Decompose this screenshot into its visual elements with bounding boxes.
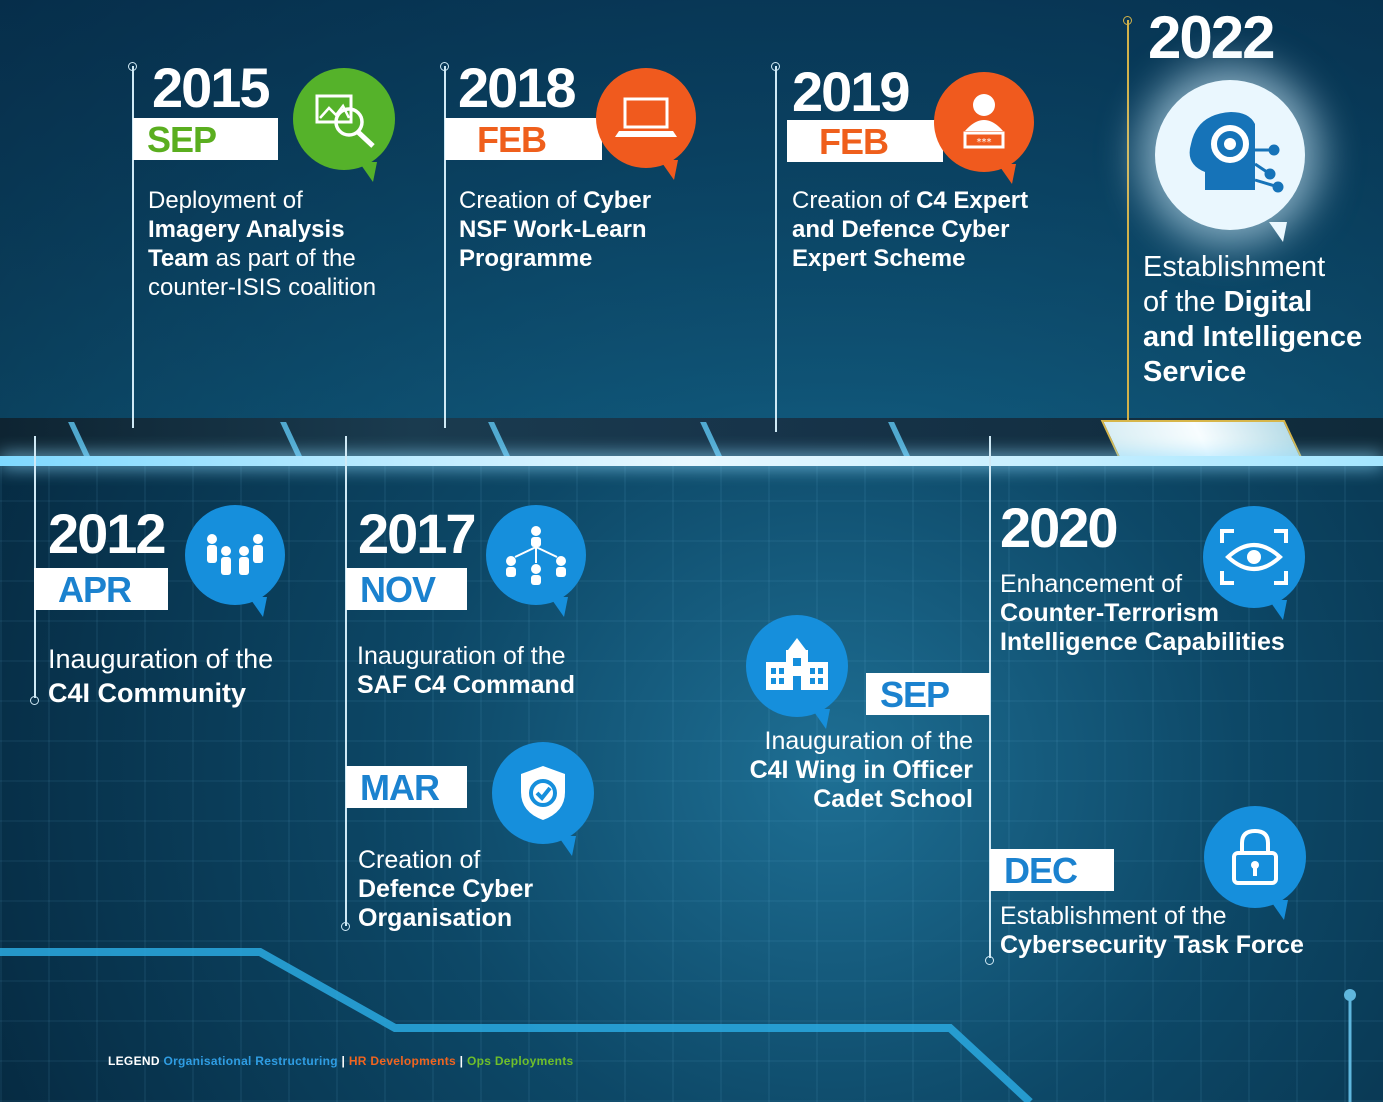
connector-2012 (34, 436, 36, 698)
legend-hr-developments: HR Developments (348, 1054, 457, 1068)
desc-2020: Enhancement of Counter-Terrorism Intelli… (1000, 570, 1285, 656)
legend-label: LEGEND (108, 1054, 160, 1068)
year-2019: 2019 (792, 60, 911, 123)
month-dec-2020: DEC (990, 849, 1114, 891)
month-feb-2019: FEB (787, 120, 943, 162)
year-2015: 2015 (152, 56, 271, 119)
lock-icon (1204, 806, 1306, 920)
connector-dot (128, 62, 137, 71)
month-apr-2012: APR (34, 568, 168, 610)
connector-2017 (345, 436, 347, 926)
connector-dot (30, 696, 39, 705)
connector-dot (341, 922, 350, 931)
legend-org-restructuring: Organisational Restructuring (163, 1054, 338, 1068)
year-2012: 2012 (48, 502, 167, 565)
network-people-icon (486, 505, 586, 617)
year-2022: 2022 (1148, 4, 1275, 71)
desc-2020-sep: Inauguration of the C4I Wing in Officer … (749, 727, 973, 813)
eye-scan-icon (1203, 506, 1305, 620)
month-nov-2017: NOV (346, 568, 467, 610)
laptop-icon (596, 68, 696, 180)
top-background (0, 0, 1383, 430)
legend: LEGEND Organisational Restructuring | HR… (108, 1054, 574, 1068)
digital-brain-gear-icon (1155, 80, 1305, 242)
desc-2020-dec: Establishment of the Cybersecurity Task … (1000, 902, 1304, 959)
year-2018: 2018 (458, 56, 577, 119)
month-mar-2017: MAR (346, 766, 467, 808)
connector-2015 (132, 66, 134, 428)
connector-dot (1123, 16, 1132, 25)
year-2017: 2017 (358, 502, 477, 565)
connector-2019 (775, 66, 777, 432)
community-people-icon (185, 505, 285, 617)
connector-2018 (444, 66, 446, 428)
shield-check-icon (492, 742, 594, 856)
connector-dot (985, 956, 994, 965)
desc-2017-nov: Inauguration of the SAF C4 Command (357, 642, 576, 699)
desc-2012: Inauguration of the C4I Community (48, 644, 274, 708)
legend-ops-deployments: Ops Deployments (466, 1054, 574, 1068)
month-sep-2015: SEP (133, 118, 278, 160)
svg-text:***: *** (977, 137, 992, 148)
year-2020: 2020 (1000, 496, 1119, 559)
month-feb-2018: FEB (445, 118, 602, 160)
desc-2017-mar: Creation of Defence Cyber Organisation (358, 846, 534, 932)
connector-dot (440, 62, 449, 71)
school-building-icon (746, 615, 848, 729)
desc-2022: Establishment of the Digital and Intelli… (1143, 251, 1363, 388)
desc-2018: Creation of Cyber NSF Work-Learn Program… (459, 187, 652, 272)
connector-2020 (989, 436, 991, 958)
image-analysis-icon (293, 68, 395, 182)
month-sep-2020: SEP (866, 673, 990, 715)
expert-user-icon: *** (934, 72, 1034, 184)
connector-dot (771, 62, 780, 71)
desc-2015: Deployment of Imagery Analysis Team as p… (148, 187, 377, 301)
timeline-highlight-2022 (1100, 420, 1304, 460)
connector-2022 (1127, 20, 1129, 420)
desc-2019: Creation of C4 Expert and Defence Cyber … (792, 187, 1029, 272)
timeline-glow-line (0, 456, 1383, 466)
circuit-line-decoration (0, 948, 1356, 1102)
